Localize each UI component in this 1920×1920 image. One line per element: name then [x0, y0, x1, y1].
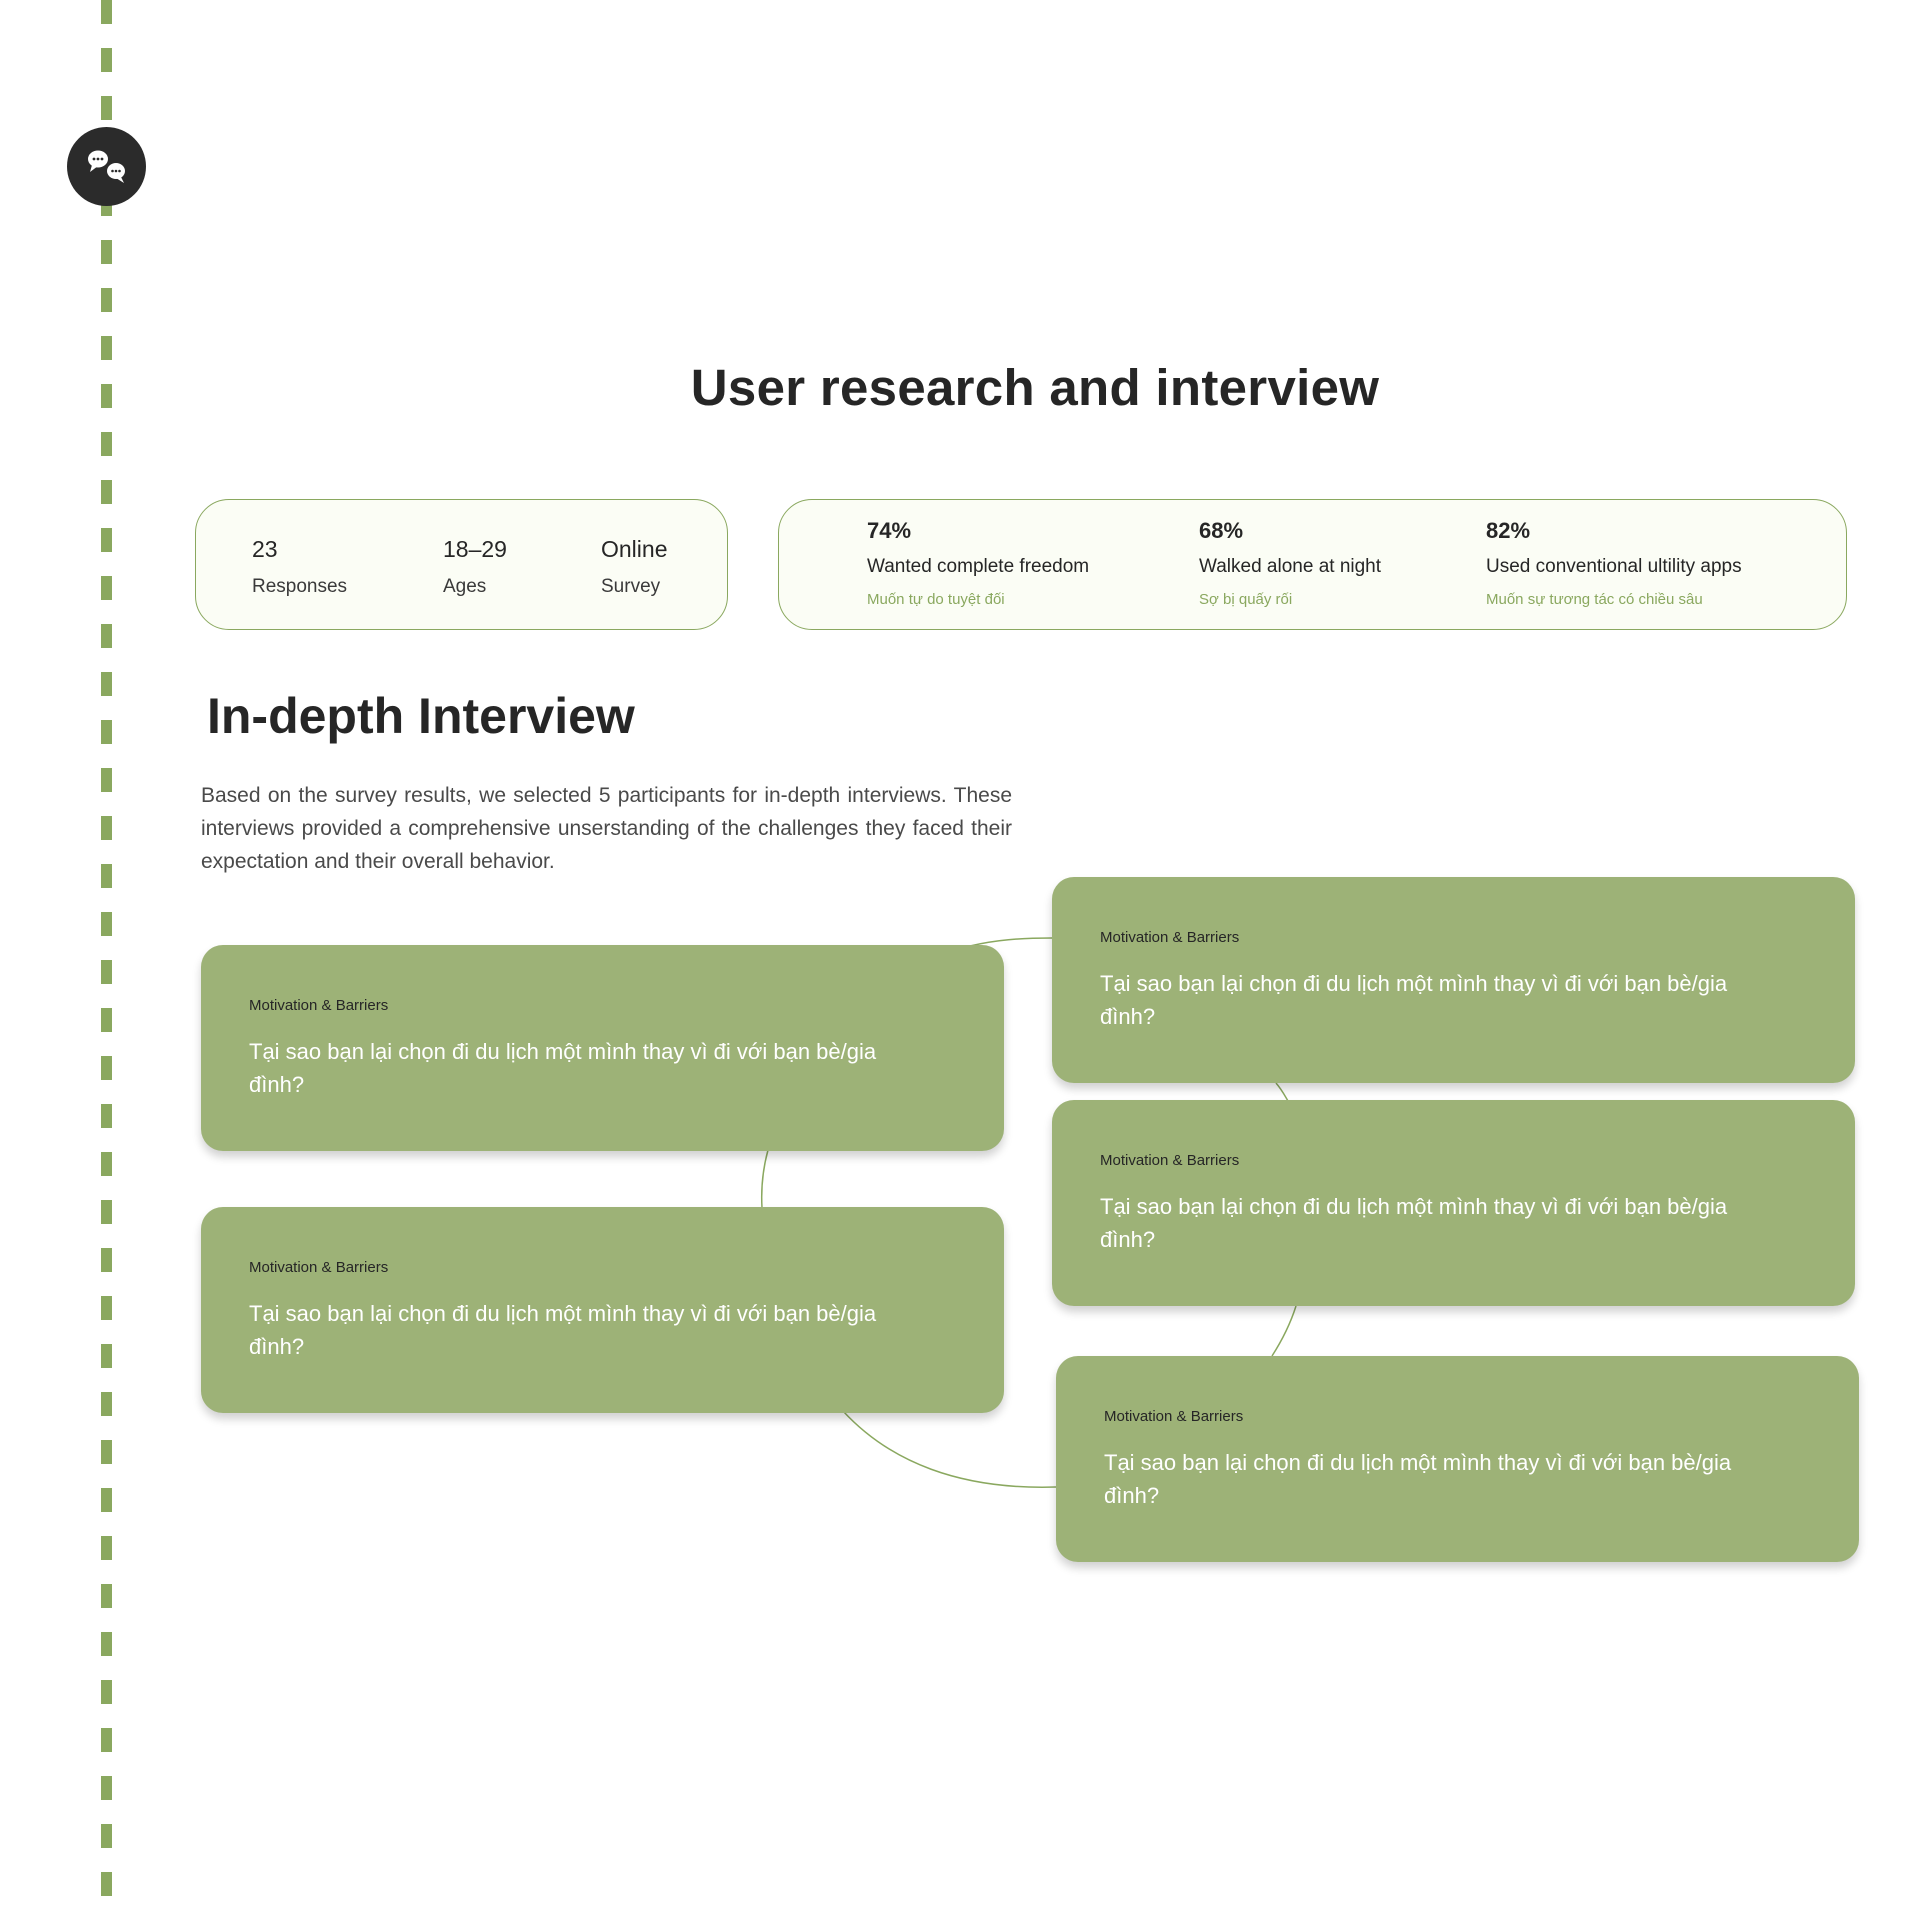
survey-stat-label: Survey	[601, 575, 661, 597]
finding-freedom: 74% Wanted complete freedom Muốn tự do t…	[867, 518, 1089, 609]
survey-stat-ages: 18–29 Ages	[443, 536, 507, 598]
interview-question-card[interactable]: Motivation & Barriers Tại sao bạn lại ch…	[201, 1207, 1004, 1413]
interview-question-card[interactable]: Motivation & Barriers Tại sao bạn lại ch…	[1052, 1100, 1855, 1306]
interview-question-card[interactable]: Motivation & Barriers Tại sao bạn lại ch…	[1052, 877, 1855, 1083]
question-text: Tại sao bạn lại chọn đi du lịch một mình…	[1100, 1194, 1728, 1252]
question-text: Tại sao bạn lại chọn đi du lịch một mình…	[1100, 971, 1728, 1029]
question-category: Motivation & Barriers	[1100, 929, 1240, 946]
question-category: Motivation & Barriers	[249, 997, 389, 1014]
question-category: Motivation & Barriers	[1100, 1152, 1240, 1169]
dashed-timeline	[101, 0, 112, 1920]
chat-bubbles-icon	[67, 127, 146, 206]
survey-stat-value: 23	[252, 536, 278, 562]
finding-night: 68% Walked alone at night Sợ bị quấy rối	[1199, 518, 1381, 609]
finding-apps: 82% Used conventional ultility apps Muốn…	[1486, 518, 1742, 609]
survey-stat-label: Responses	[252, 575, 348, 597]
finding-percent: 68%	[1199, 518, 1244, 543]
finding-text: Walked alone at night	[1199, 556, 1382, 578]
page-title: User research and interview	[690, 359, 1380, 416]
question-category: Motivation & Barriers	[1104, 1408, 1244, 1425]
section-title: In-depth Interview	[207, 688, 635, 744]
survey-findings-card: 74% Wanted complete freedom Muốn tự do t…	[778, 499, 1847, 630]
section-description: Based on the survey results, we selected…	[201, 784, 1012, 873]
survey-stat-value: 18–29	[443, 536, 507, 562]
finding-percent: 82%	[1486, 518, 1531, 543]
question-text: Tại sao bạn lại chọn đi du lịch một mình…	[249, 1039, 877, 1097]
survey-stat-label: Ages	[443, 575, 487, 597]
finding-subtext: Muốn tự do tuyệt đối	[867, 591, 1005, 609]
survey-stat-value: Online	[601, 536, 668, 562]
question-text: Tại sao bạn lại chọn đi du lịch một mình…	[1104, 1450, 1732, 1508]
survey-stat-method: Online Survey	[601, 536, 667, 598]
finding-text: Used conventional ultility apps	[1486, 556, 1742, 578]
survey-stat-responses: 23 Responses	[252, 536, 347, 598]
interview-question-card[interactable]: Motivation & Barriers Tại sao bạn lại ch…	[1056, 1356, 1859, 1562]
finding-subtext: Muốn sự tương tác có chiều sâu	[1486, 591, 1703, 609]
finding-subtext: Sợ bị quấy rối	[1199, 591, 1293, 609]
interview-question-card[interactable]: Motivation & Barriers Tại sao bạn lại ch…	[201, 945, 1004, 1151]
finding-text: Wanted complete freedom	[867, 556, 1090, 578]
question-category: Motivation & Barriers	[249, 1259, 389, 1276]
question-text: Tại sao bạn lại chọn đi du lịch một mình…	[249, 1301, 877, 1359]
finding-percent: 74%	[867, 518, 912, 543]
survey-summary-card: 23 Responses 18–29 Ages Online Survey	[195, 499, 728, 630]
